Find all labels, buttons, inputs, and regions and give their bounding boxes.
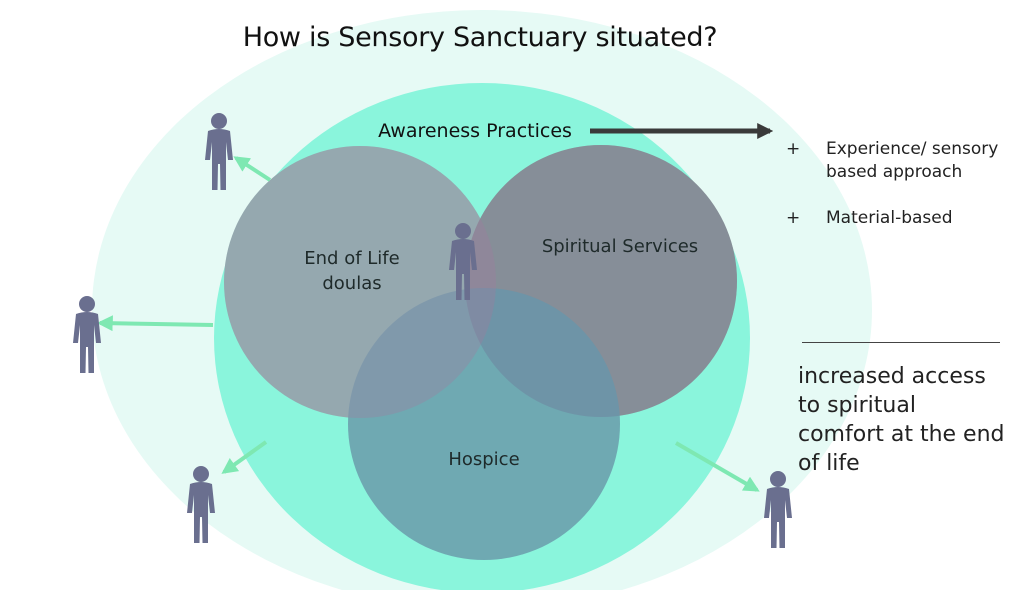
awareness-practices-label: Awareness Practices	[378, 120, 572, 142]
end-of-life-label: End of Life doulas	[304, 248, 400, 294]
list-item: + Material-based	[786, 207, 1006, 230]
hospice-label: Hospice	[448, 449, 520, 470]
arrow-icon	[96, 315, 214, 332]
venn-circle-hospice	[348, 288, 620, 560]
bullet-text: Material-based	[826, 208, 953, 228]
list-item: + Experience/ sensory based approach	[786, 138, 1006, 184]
arrow-icon	[233, 156, 272, 182]
page-title: How is Sensory Sanctuary situated?	[242, 22, 718, 53]
arrow-icon	[221, 440, 268, 474]
venn-overlap-hospice-spiritual	[465, 145, 737, 417]
bullet-mark: +	[786, 139, 801, 159]
bullet-mark: +	[786, 208, 801, 228]
bullet-text: Experience/ sensory based approach	[826, 139, 999, 182]
bullet-list: + Experience/ sensory based approach + M…	[786, 138, 1006, 253]
spiritual-services-label: Spiritual Services	[541, 236, 699, 257]
venn-overlap-doulas-spiritual	[224, 146, 496, 418]
arrow-icon	[674, 441, 760, 492]
divider	[802, 342, 1000, 343]
conclusion-text: increased access to spiritual comfort at…	[798, 364, 1005, 476]
